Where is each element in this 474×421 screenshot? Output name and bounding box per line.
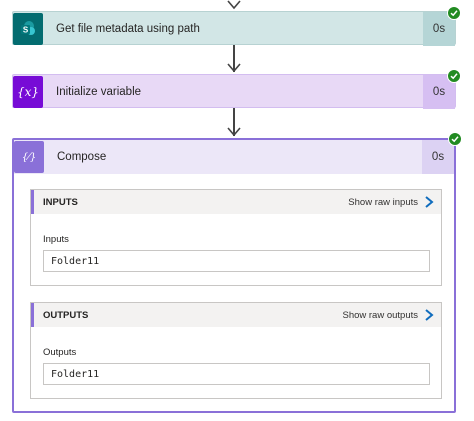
success-check-icon	[447, 69, 461, 83]
compose-icon: {⁄}	[14, 141, 44, 173]
step-title: Get file metadata using path	[56, 23, 200, 35]
outputs-section: OUTPUTS Show raw outputs Outputs Folder1…	[30, 302, 442, 399]
connector-arrow	[227, 108, 241, 138]
svg-text:S: S	[23, 25, 29, 34]
inputs-section: INPUTS Show raw inputs Inputs Folder11	[30, 189, 442, 286]
chevron-right-icon[interactable]	[424, 309, 434, 321]
step-title: Compose	[57, 151, 107, 163]
connector-arrow-top	[227, 0, 241, 12]
step-compose[interactable]: {⁄} Compose 0s INPUTS Show raw inputs In…	[12, 132, 462, 413]
step-title: Initialize variable	[56, 86, 142, 98]
outputs-value-field: Folder11	[43, 363, 430, 385]
variable-icon: {x}	[13, 76, 43, 108]
arrow-down-icon	[227, 127, 241, 137]
success-check-icon	[448, 132, 462, 146]
outputs-section-header: OUTPUTS Show raw outputs	[31, 303, 441, 327]
chevron-right-icon[interactable]	[424, 196, 434, 208]
variable-icon-glyph: {x}	[16, 85, 40, 99]
section-title: INPUTS	[43, 196, 78, 208]
success-check-icon	[447, 6, 461, 20]
show-raw-outputs-link[interactable]: Show raw outputs	[342, 309, 418, 321]
inputs-value-field: Folder11	[43, 250, 430, 272]
connector-arrow	[227, 45, 241, 74]
arrow-down-icon	[227, 0, 241, 10]
inputs-section-header: INPUTS Show raw inputs	[31, 190, 441, 214]
section-title: OUTPUTS	[43, 309, 89, 321]
show-raw-inputs-link[interactable]: Show raw inputs	[348, 196, 418, 208]
inputs-label: Inputs	[43, 234, 69, 245]
compose-icon-glyph: {⁄}	[21, 151, 37, 163]
outputs-label: Outputs	[43, 347, 77, 358]
step-initialize-variable[interactable]: {x} Initialize variable 0s	[12, 69, 461, 109]
duration-badge: 0s	[422, 140, 454, 174]
step-get-file-metadata[interactable]: S Get file metadata using path 0s	[12, 6, 461, 46]
sharepoint-icon: S	[13, 13, 43, 45]
arrow-down-icon	[227, 63, 241, 73]
